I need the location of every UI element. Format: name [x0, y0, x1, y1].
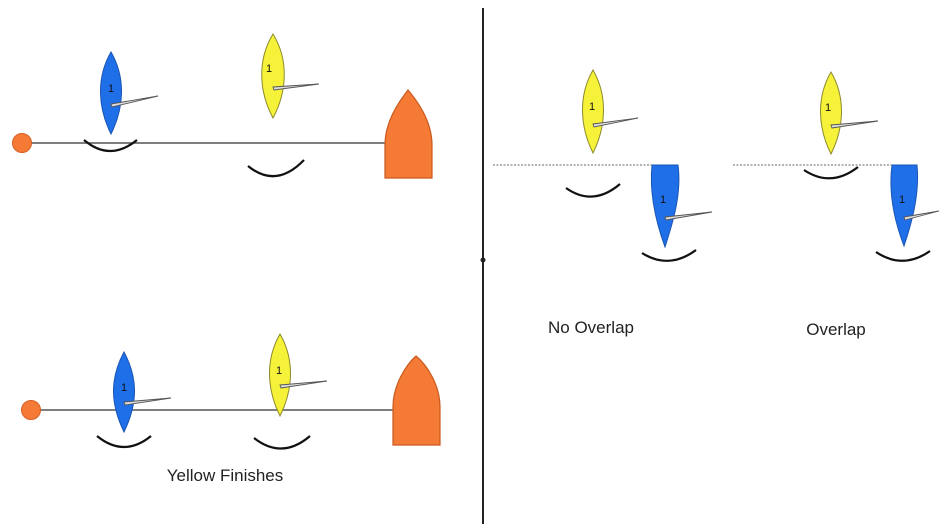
- sail-number: 1: [899, 194, 905, 206]
- overlap-yellow-boat: 1: [803, 70, 879, 180]
- overlap-scene: 1 1 Overlap: [733, 70, 940, 339]
- bow-wave: [875, 250, 931, 262]
- bottom-yellow-boat: 1: [253, 332, 328, 450]
- boom-sail: [592, 117, 639, 128]
- boom-sail: [903, 210, 940, 221]
- bow-wave: [83, 139, 138, 153]
- caption-overlap: Overlap: [806, 320, 866, 339]
- top-yellow-boat: 1: [247, 33, 320, 178]
- bow-wave: [247, 159, 305, 178]
- boom-sail: [110, 95, 159, 108]
- top-finish-scene: 1 1: [12, 33, 433, 179]
- sail-number: 1: [589, 101, 595, 113]
- committee-boat: [384, 89, 433, 179]
- pin-buoy: [21, 400, 41, 420]
- bow-wave: [803, 166, 859, 180]
- committee-boat: [392, 355, 441, 446]
- divider-dot: [480, 257, 486, 263]
- bow-wave: [565, 183, 621, 198]
- sail-number: 1: [108, 83, 114, 95]
- bottom-blue-boat: 1: [96, 350, 172, 448]
- boom-sail: [123, 397, 172, 406]
- no-overlap-yellow-boat: 1: [565, 68, 639, 198]
- bow-wave: [641, 249, 697, 262]
- boom-sail: [279, 380, 328, 389]
- boom-sail: [272, 83, 320, 91]
- sail-number: 1: [121, 382, 127, 394]
- overlap-blue-boat: 1: [875, 164, 940, 262]
- top-blue-boat: 1: [83, 50, 159, 153]
- sail-number: 1: [825, 102, 831, 114]
- bow-wave: [96, 435, 152, 448]
- boom-sail: [664, 211, 713, 221]
- no-overlap-blue-boat: 1: [641, 164, 713, 262]
- caption-yellow-finishes: Yellow Finishes: [167, 466, 284, 485]
- bow-wave: [253, 435, 311, 450]
- pin-buoy: [12, 133, 32, 153]
- bottom-finish-scene: 1 1 Yellow Finishes: [21, 332, 441, 485]
- sail-number: 1: [266, 63, 272, 75]
- no-overlap-scene: 1 1 No Overlap: [493, 68, 713, 337]
- sail-number: 1: [660, 194, 666, 206]
- caption-no-overlap: No Overlap: [548, 318, 634, 337]
- boom-sail: [830, 120, 879, 129]
- sail-number: 1: [276, 365, 282, 377]
